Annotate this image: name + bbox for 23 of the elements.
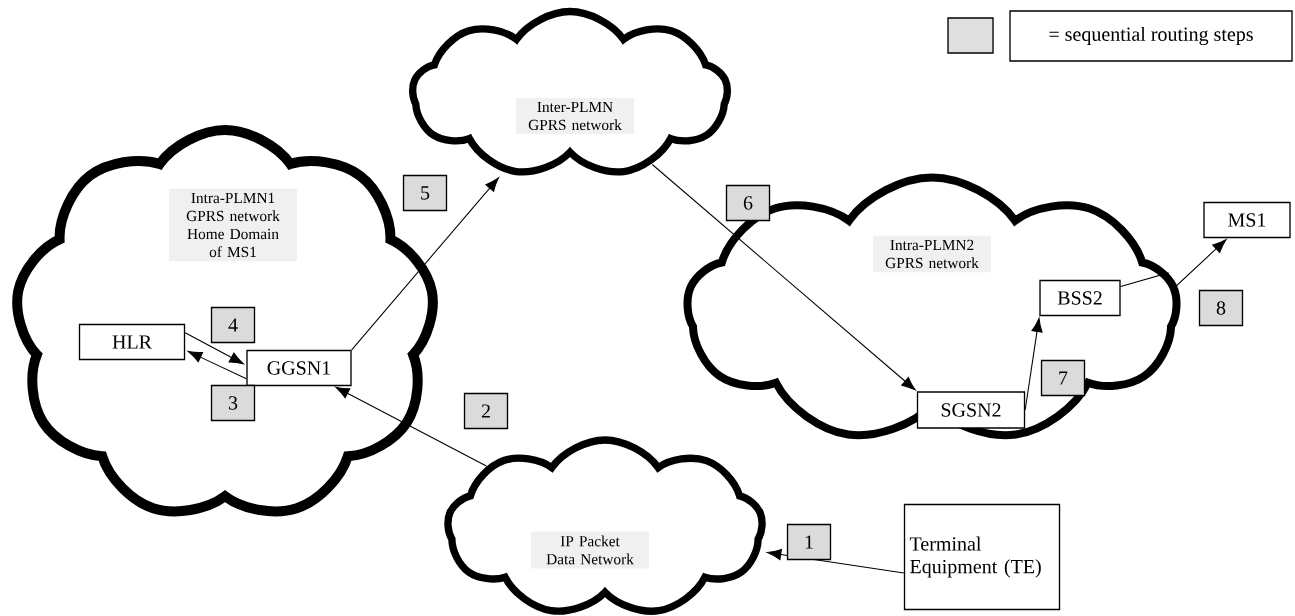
step-number: 2 [463, 392, 509, 430]
step-number: 1 [786, 523, 832, 561]
step-number: 8 [1198, 289, 1244, 327]
network-element-box: MS1 [1203, 201, 1291, 239]
arrow [187, 350, 247, 380]
arrow [651, 164, 916, 391]
step-number: 7 [1040, 359, 1086, 397]
step-number: 3 [210, 384, 256, 422]
legend-text: = sequential routing steps [1009, 10, 1293, 62]
cloud: IP Packet Data Network [444, 436, 766, 615]
arrow [335, 386, 487, 467]
network-element-box: SGSN2 [916, 391, 1026, 429]
network-element-box: BSS2 [1039, 279, 1121, 317]
network-element-box: HLR [78, 323, 186, 361]
network-element-box: GGSN1 [246, 349, 352, 387]
step-number: 4 [210, 306, 256, 344]
step-number: 6 [725, 184, 771, 222]
arrow [351, 177, 499, 351]
network-element-box: Terminal Equipment (TE) [903, 503, 1061, 611]
step-number: 5 [402, 174, 448, 212]
arrow [184, 332, 244, 365]
cloud: Inter-PLMN GPRS network [409, 7, 731, 176]
arrow [1024, 317, 1043, 411]
